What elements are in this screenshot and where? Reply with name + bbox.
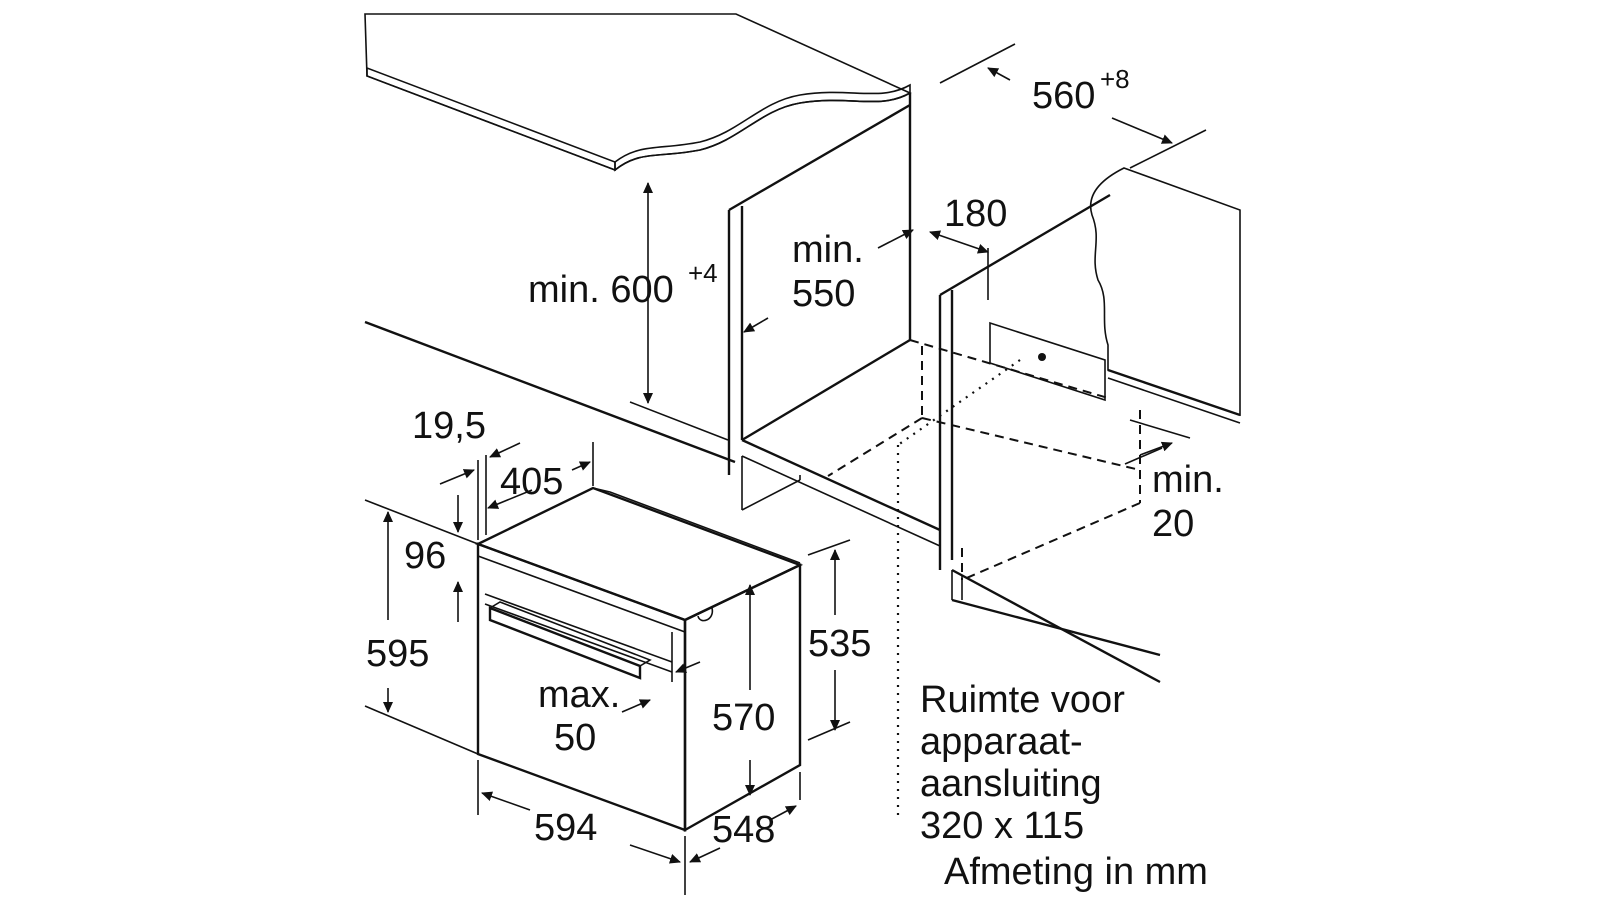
dim-top-depth: 405 [500,461,563,503]
note-line-3: aansluiting [920,763,1102,805]
dim-depth-min-label: min. [792,229,864,271]
dim-gap-min-label: min. [1152,459,1224,501]
note-units: Afmeting in mm [944,851,1208,893]
dim-body-height-outer: 535 [808,623,871,665]
countertop-left [364,13,912,172]
dim-height-min: min. 600 [528,269,674,311]
dimension-lines [364,43,1207,895]
dim-height: 595 [366,633,429,675]
dim-handle-label: max. [538,674,620,716]
dim-width-niche-tolerance: +8 [1100,64,1130,94]
dim-offset: 180 [944,193,1007,235]
dim-handle-value: 50 [554,717,596,759]
dim-gap-min-value: 20 [1152,503,1194,545]
connection-area [989,321,1106,402]
note-line-2: apparaat- [920,721,1083,763]
dim-width-niche: 560 [1032,75,1095,117]
note-line-4: 320 x 115 [920,805,1084,847]
dim-depth: 548 [712,809,775,851]
countertop-right [1089,167,1241,424]
dim-body-height: 570 [712,697,775,739]
dim-width: 594 [534,807,597,849]
oven [474,486,804,833]
dim-front-top: 96 [404,535,446,577]
dim-depth-min-value: 550 [792,273,855,315]
dim-height-min-tolerance: +4 [688,258,718,288]
note-line-1: Ruimte voor [920,679,1125,721]
cabinet-niche [364,93,1161,818]
connection-note: Ruimte voor apparaat- aansluiting 320 x … [920,679,1208,893]
dim-front-thickness: 19,5 [412,405,486,447]
